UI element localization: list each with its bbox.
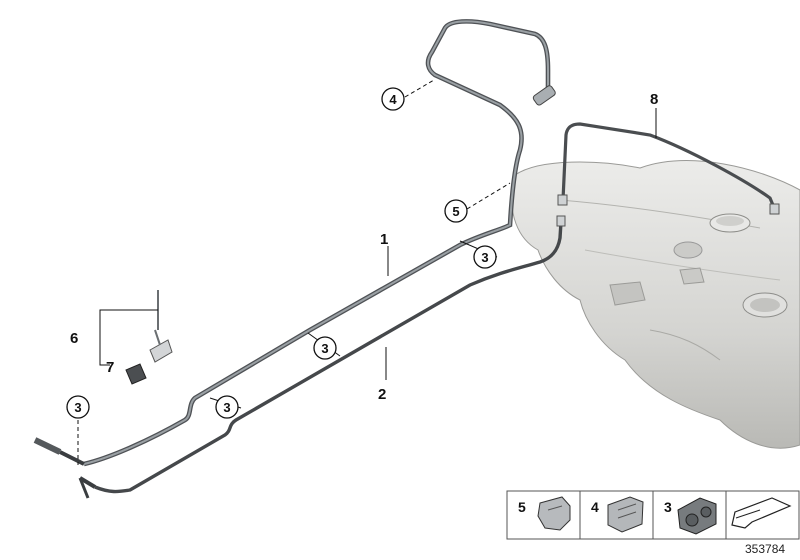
clip-4-icon <box>607 496 644 533</box>
bracket-6-part <box>149 290 173 363</box>
svg-text:4: 4 <box>591 499 599 515</box>
direction-arrow-icon <box>731 497 792 529</box>
callout-3-lower: 3 <box>215 395 239 419</box>
pipe-8 <box>557 122 780 215</box>
svg-text:3: 3 <box>74 400 81 415</box>
clip-5-icon <box>537 496 571 531</box>
label-1: 1 <box>380 231 388 248</box>
callout-3-middle: 3 <box>313 336 337 360</box>
svg-text:3: 3 <box>321 341 328 356</box>
svg-text:5: 5 <box>518 499 526 515</box>
clip-7-part <box>125 363 147 385</box>
svg-text:4: 4 <box>389 92 397 107</box>
label-2: 2 <box>378 386 386 403</box>
svg-text:3: 3 <box>664 499 672 515</box>
document-id: 353784 <box>745 542 785 556</box>
legend-item-3: 3 <box>652 490 727 540</box>
svg-text:3: 3 <box>481 250 488 265</box>
legend-item-5: 5 <box>506 490 581 540</box>
callout-4: 4 <box>381 87 405 111</box>
label-8: 8 <box>650 91 658 108</box>
svg-text:5: 5 <box>452 204 459 219</box>
legend-item-4: 4 <box>579 490 654 540</box>
fuel-tank <box>511 160 800 449</box>
callout-3-left: 3 <box>66 395 90 419</box>
legend-item-direction <box>725 490 800 540</box>
pipe-1 <box>33 19 556 467</box>
callout-5: 5 <box>444 199 468 223</box>
label-7: 7 <box>106 359 114 376</box>
legend: 5 4 3 <box>506 490 800 540</box>
svg-text:3: 3 <box>223 400 230 415</box>
label-6: 6 <box>70 330 78 347</box>
callout-3-upper-right: 3 <box>473 245 497 269</box>
pipe-2 <box>78 215 566 499</box>
